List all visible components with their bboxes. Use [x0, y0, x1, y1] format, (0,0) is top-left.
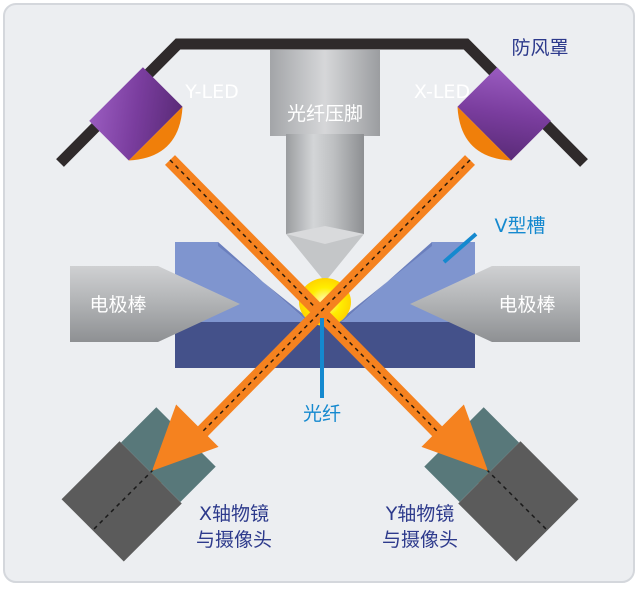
electrode-left	[70, 266, 240, 342]
x-camera-label-line1: X轴物镜	[199, 503, 269, 525]
x-camera-label-line2: 与摄像头	[196, 529, 272, 551]
v-groove-label: V型槽	[495, 215, 546, 237]
windshield-label: 防风罩	[511, 37, 568, 59]
fiber-clamp	[270, 50, 380, 282]
v-groove-pointer	[442, 232, 478, 264]
x-led-label: X-LED	[414, 81, 470, 103]
x-led	[457, 67, 551, 161]
fiber-label: 光纤	[303, 403, 341, 425]
y-led	[89, 67, 183, 161]
electrode-right-label: 电极棒	[498, 294, 555, 316]
y-camera	[421, 404, 579, 562]
x-camera	[61, 404, 219, 562]
electrode-right	[410, 266, 580, 342]
fiber-clamp-label: 光纤压脚	[287, 103, 363, 125]
y-camera-label-line1: Y轴物镜	[385, 503, 455, 525]
y-camera-label-line2: 与摄像头	[382, 529, 458, 551]
y-led-label: Y-LED	[184, 81, 238, 103]
electrode-left-label: 电极棒	[89, 294, 146, 316]
